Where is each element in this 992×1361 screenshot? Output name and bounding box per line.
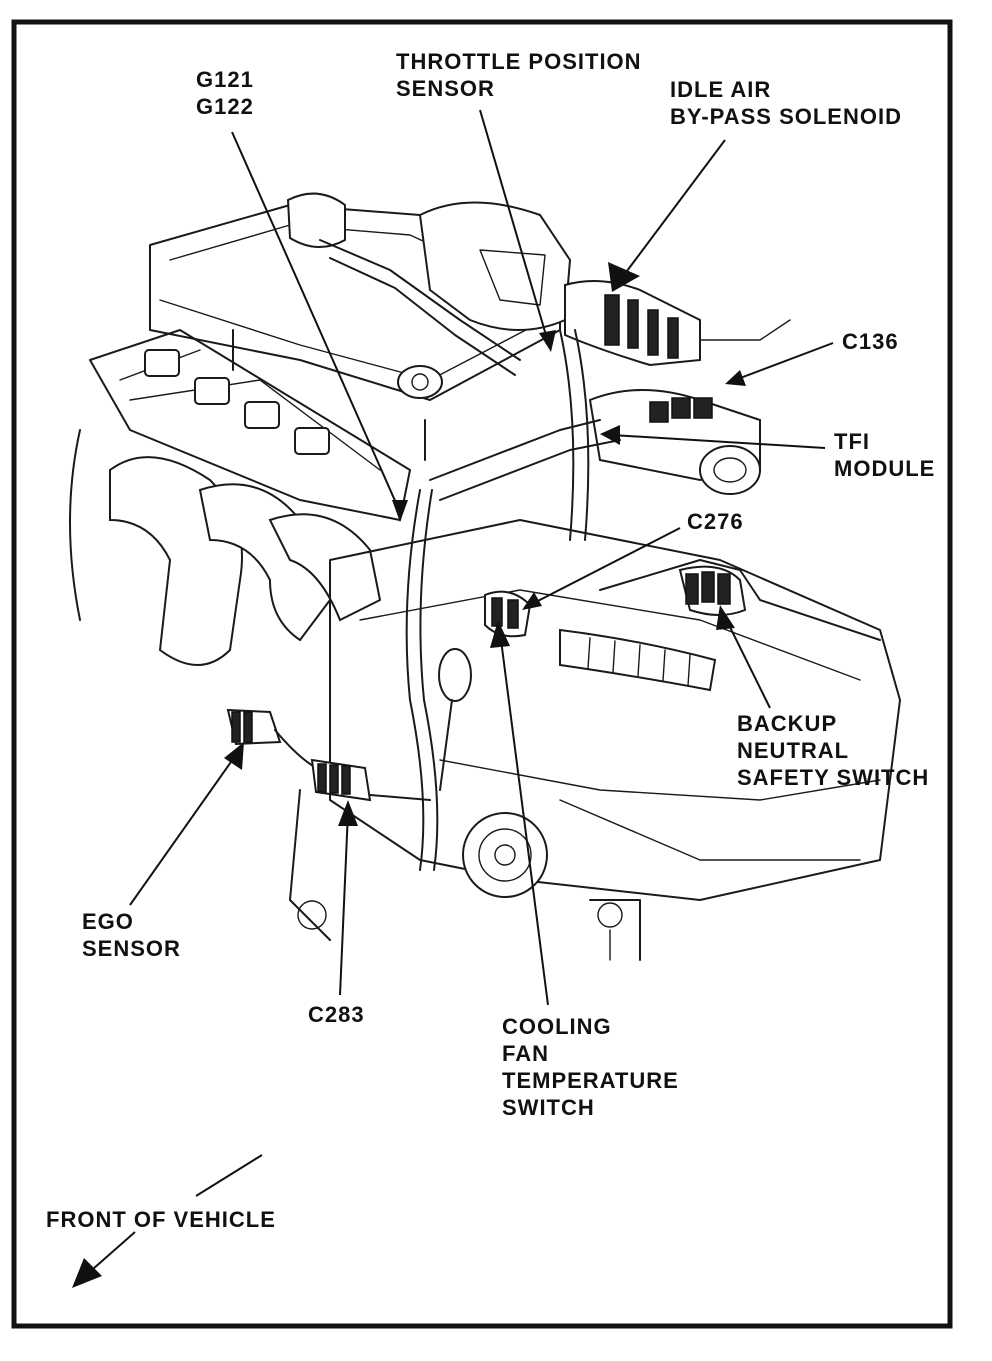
label-cooling-line-3: TEMPERATURE [502, 1068, 679, 1093]
label-c276: C276 [687, 509, 744, 534]
label-c136: C136 [842, 329, 899, 354]
label-idle-air-bypass-solenoid: IDLE AIR BY-PASS SOLENOID [670, 76, 902, 130]
engine-drawing [69, 192, 901, 961]
label-front-of-vehicle: FRONT OF VEHICLE [46, 1207, 276, 1232]
label-idle-line-2: BY-PASS SOLENOID [670, 104, 902, 129]
label-cooling-fan-temperature-switch: COOLING FAN TEMPERATURE SWITCH [502, 1013, 679, 1121]
label-throttle-line-1: THROTTLE POSITION [396, 49, 642, 74]
label-tfi-line-2: MODULE [834, 456, 936, 481]
label-cooling-line-4: SWITCH [502, 1095, 595, 1120]
label-backup-line-1: BACKUP [737, 711, 838, 736]
diagram-frame [11, 19, 953, 1329]
label-ego-sensor: EGO SENSOR [82, 908, 181, 962]
label-backup-line-2: NEUTRAL [737, 738, 850, 763]
label-cooling-line-1: COOLING [502, 1014, 612, 1039]
label-g122: G122 [196, 94, 254, 119]
label-tfi-line-1: TFI [834, 429, 870, 454]
label-ego-line-2: SENSOR [82, 936, 181, 961]
label-throttle-position-sensor: THROTTLE POSITION SENSOR [396, 48, 642, 102]
label-backup-line-3: SAFETY SWITCH [737, 765, 930, 790]
label-g121-g122: G121 G122 [196, 66, 254, 120]
callout-arrows [72, 109, 834, 1288]
front-arrow-shaft-upper [195, 1154, 263, 1197]
label-throttle-line-2: SENSOR [396, 76, 495, 101]
label-cooling-line-2: FAN [502, 1041, 549, 1066]
label-g121: G121 [196, 67, 254, 92]
label-c283: C283 [308, 1002, 365, 1027]
label-tfi-module: TFI MODULE [834, 428, 935, 482]
label-backup-neutral-safety-switch: BACKUP NEUTRAL SAFETY SWITCH [737, 710, 929, 791]
label-idle-line-1: IDLE AIR [670, 77, 772, 102]
label-ego-line-1: EGO [82, 909, 134, 934]
front-arrow-head [72, 1258, 102, 1288]
